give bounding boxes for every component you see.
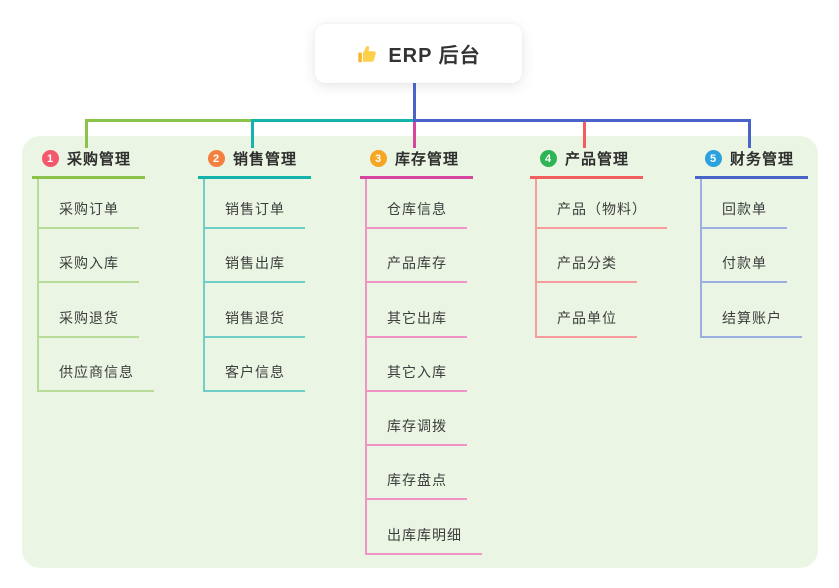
topic-label: 库存盘点 xyxy=(367,470,467,501)
branch-drop-line-5 xyxy=(748,122,751,148)
branch-number-badge: 4 xyxy=(540,150,557,167)
topic-node[interactable]: 其它入库 xyxy=(367,338,482,392)
topic-node[interactable]: 库存调拨 xyxy=(367,392,482,447)
topic-node[interactable]: 出库库明细 xyxy=(367,500,482,555)
branch-title-node[interactable]: 5 财务管理 xyxy=(695,148,808,179)
branch-children: 销售订单销售出库销售退货客户信息 xyxy=(203,179,305,392)
topic-label: 销售订单 xyxy=(205,199,305,229)
topic-label: 产品（物料） xyxy=(537,199,667,229)
topic-node[interactable]: 产品分类 xyxy=(537,229,667,284)
branch-children: 回款单付款单结算账户 xyxy=(700,179,802,338)
topic-node[interactable]: 付款单 xyxy=(702,229,802,284)
branch-title-label: 财务管理 xyxy=(730,151,795,168)
topic-label: 回款单 xyxy=(702,199,787,229)
topic-node[interactable]: 结算账户 xyxy=(702,283,802,338)
topic-node[interactable]: 产品单位 xyxy=(537,283,667,338)
topic-label: 其它出库 xyxy=(367,308,467,338)
topic-node[interactable]: 销售订单 xyxy=(205,179,305,229)
topic-node[interactable]: 采购入库 xyxy=(39,229,154,284)
branch-children: 仓库信息产品库存其它出库其它入库库存调拨库存盘点出库库明细 xyxy=(365,179,482,555)
topic-node[interactable]: 其它出库 xyxy=(367,283,482,338)
branch-title-node[interactable]: 1 采购管理 xyxy=(32,148,145,179)
topic-node[interactable]: 产品（物料） xyxy=(537,179,667,229)
topic-label: 出库库明细 xyxy=(367,525,482,555)
root-stem-line xyxy=(413,83,416,119)
topic-label: 结算账户 xyxy=(702,308,802,338)
branch-drop-line-2 xyxy=(251,122,254,148)
branch-children: 采购订单采购入库采购退货供应商信息 xyxy=(37,179,154,392)
branch-title-node[interactable]: 2 销售管理 xyxy=(198,148,311,179)
branch-drop-line-4 xyxy=(583,122,586,148)
topic-label: 库存调拨 xyxy=(367,416,467,447)
root-topic-label: ERP 后台 xyxy=(388,45,481,67)
topic-node[interactable]: 客户信息 xyxy=(205,338,305,392)
branch-1: 1 采购管理 采购订单采购入库采购退货供应商信息 xyxy=(32,148,154,392)
root-topic-node[interactable]: ERP 后台 xyxy=(315,24,522,83)
branch-number-badge: 5 xyxy=(705,150,722,167)
branch-number-badge: 1 xyxy=(42,150,59,167)
topic-label: 产品分类 xyxy=(537,253,637,284)
topic-node[interactable]: 库存盘点 xyxy=(367,446,482,501)
topic-label: 仓库信息 xyxy=(367,199,467,229)
branch-title-label: 销售管理 xyxy=(233,151,298,168)
topic-node[interactable]: 回款单 xyxy=(702,179,802,229)
branch-3: 3 库存管理 仓库信息产品库存其它出库其它入库库存调拨库存盘点出库库明细 xyxy=(360,148,482,555)
topic-node[interactable]: 仓库信息 xyxy=(367,179,482,229)
topic-node[interactable]: 产品库存 xyxy=(367,229,482,284)
branch-children: 产品（物料） 产品分类产品单位 xyxy=(535,179,667,338)
topic-node[interactable]: 销售出库 xyxy=(205,229,305,284)
branch-drop-line-1 xyxy=(85,122,88,148)
topic-label: 产品库存 xyxy=(367,253,467,284)
branch-drop-line-3 xyxy=(413,122,416,148)
thumbs-up-icon xyxy=(356,43,378,65)
topic-label: 供应商信息 xyxy=(39,362,154,392)
topic-node[interactable]: 采购退货 xyxy=(39,283,154,338)
topic-node[interactable]: 供应商信息 xyxy=(39,338,154,392)
topic-node[interactable]: 采购订单 xyxy=(39,179,154,229)
branch-4: 4 产品管理 产品（物料） 产品分类产品单位 xyxy=(530,148,667,338)
branch-number-badge: 2 xyxy=(208,150,225,167)
branch-2: 2 销售管理 销售订单销售出库销售退货客户信息 xyxy=(198,148,311,392)
topic-label: 产品单位 xyxy=(537,308,637,338)
topic-label: 付款单 xyxy=(702,253,787,284)
topic-label: 其它入库 xyxy=(367,362,467,392)
branch-title-node[interactable]: 3 库存管理 xyxy=(360,148,473,179)
topic-label: 销售退货 xyxy=(205,308,305,338)
topic-label: 采购退货 xyxy=(39,308,139,338)
connector-horizontal-mid xyxy=(251,119,416,122)
canvas-panel xyxy=(22,136,818,568)
branch-title-label: 库存管理 xyxy=(395,151,460,168)
branch-5: 5 财务管理 回款单付款单结算账户 xyxy=(695,148,808,338)
topic-label: 采购入库 xyxy=(39,253,139,284)
connector-horizontal-right xyxy=(413,119,751,122)
branch-title-label: 采购管理 xyxy=(67,151,132,168)
branch-title-label: 产品管理 xyxy=(565,151,630,168)
topic-label: 采购订单 xyxy=(39,199,139,229)
branch-title-node[interactable]: 4 产品管理 xyxy=(530,148,643,179)
topic-node[interactable]: 销售退货 xyxy=(205,283,305,338)
topic-label: 销售出库 xyxy=(205,253,305,284)
branch-number-badge: 3 xyxy=(370,150,387,167)
topic-label: 客户信息 xyxy=(205,362,305,392)
connector-horizontal-left xyxy=(85,119,254,122)
